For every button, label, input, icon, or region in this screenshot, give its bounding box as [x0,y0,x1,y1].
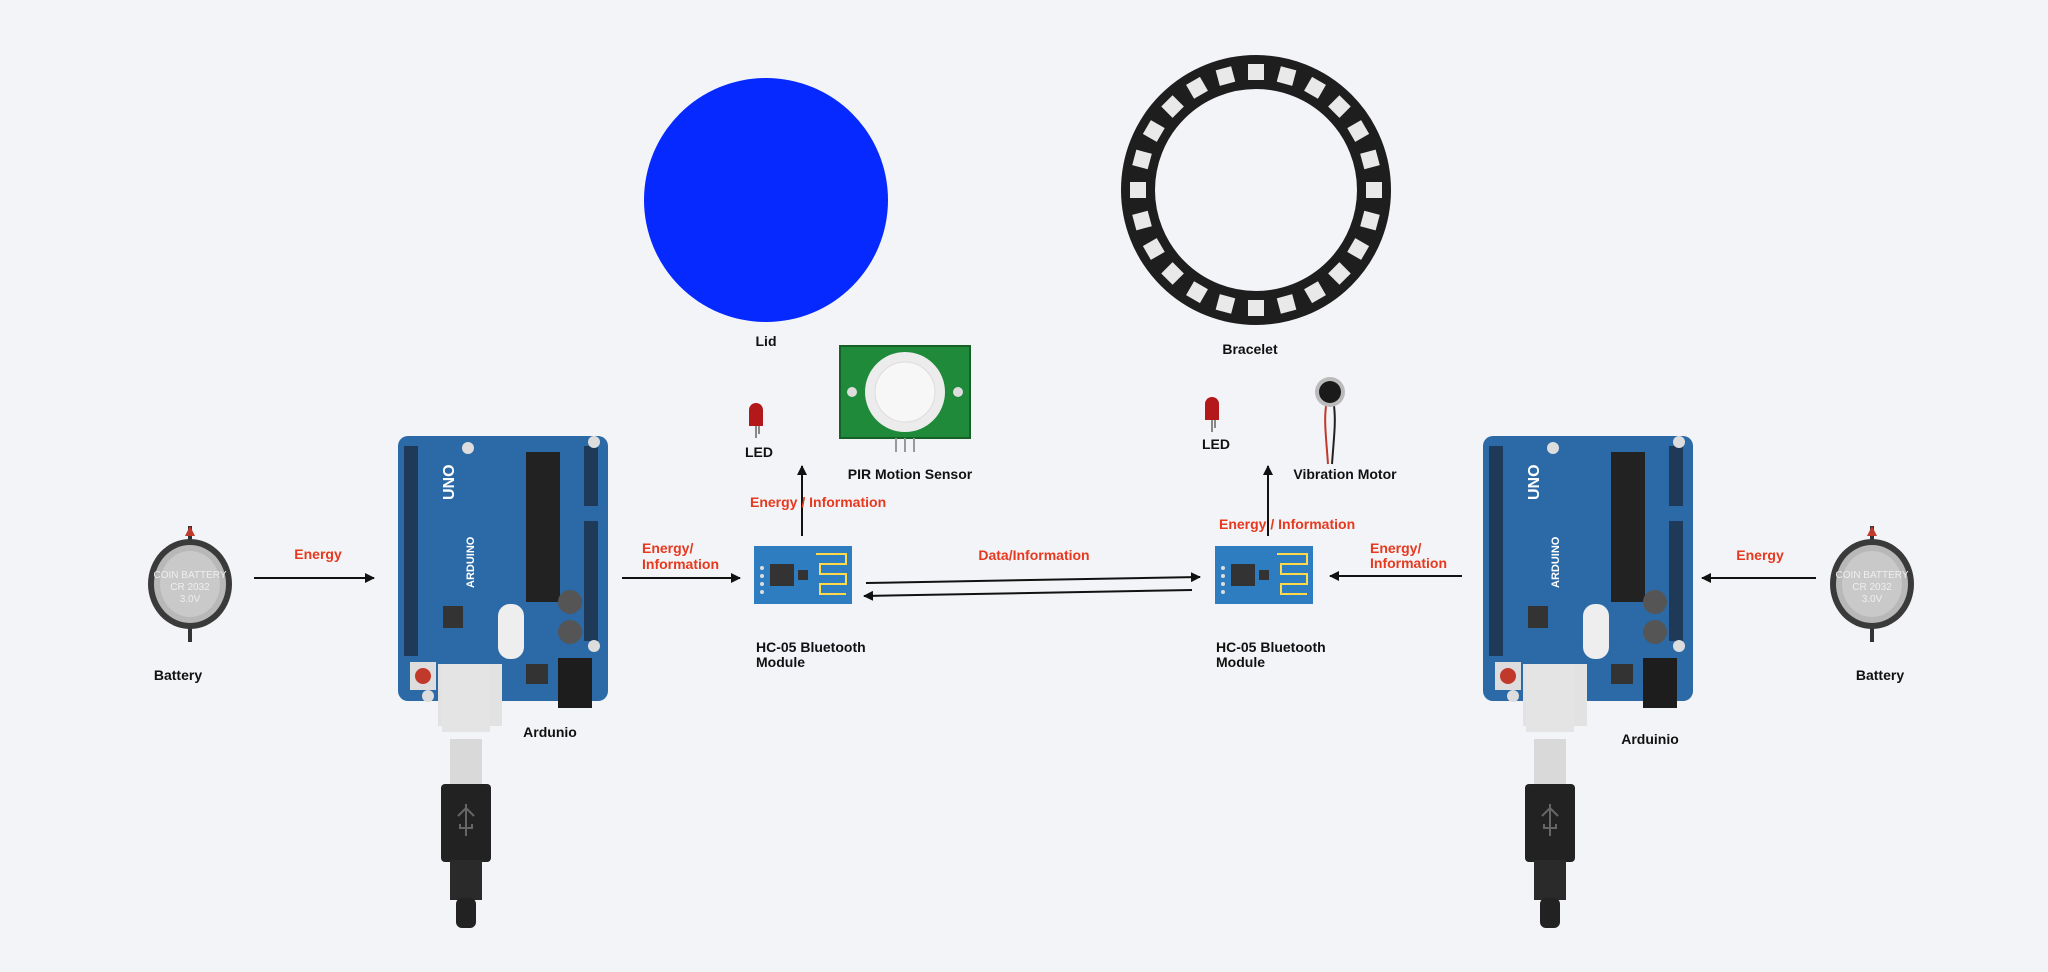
ring-pixel [1161,95,1184,118]
battery-text-line: 3.0V [1862,594,1883,605]
neopixel-ring-icon [1121,55,1391,325]
ring-pixel [1215,66,1236,86]
bt-left-label-line1: HC-05 Bluetooth [756,639,866,655]
ring-pixel [1130,182,1146,198]
ring-pixel [1186,281,1208,304]
arrow-bt-right-to-left [863,589,1193,601]
led-icon [1205,397,1219,432]
coin-battery-icon: COIN BATTERY CR 2032 3.0V [148,526,232,642]
arduino-uno-icon: UNO ARDUINO [398,436,608,726]
ring-pixel [1360,210,1380,231]
flow-energy-info-up-left: Energy / Information [750,494,886,510]
ring-pixel [1347,238,1370,260]
battery-right-label: Battery [1856,667,1904,683]
ring-pixel [1304,76,1326,99]
flow-energy-info-right-1: Energy/ [1370,540,1421,556]
usb-cable-icon [440,663,492,929]
battery-left-label: Battery [154,667,202,683]
ring-pixel [1276,66,1297,86]
ring-pixel [1248,64,1264,80]
bt-right-label-line1: HC-05 Bluetooth [1216,639,1326,655]
arduino-left-label: Ardunio [523,724,577,740]
battery-text-line: 3.0V [180,594,201,605]
arduino-uno-icon: UNO ARDUINO [1483,436,1693,726]
pir-label: PIR Motion Sensor [848,466,973,482]
ring-pixel [1347,120,1370,142]
ring-pixel [1366,182,1382,198]
coin-battery-icon: COIN BATTERY CR 2032 3.0V [1830,526,1914,642]
bracelet-label: Bracelet [1222,341,1278,357]
ring-pixel [1142,238,1165,260]
ring-pixel [1161,262,1184,285]
flow-energy-right: Energy [1736,547,1784,563]
ring-pixel [1248,300,1264,316]
arduino-right-label: Arduinio [1621,731,1679,747]
vibration-motor-icon [1315,377,1345,465]
bluetooth-module-icon [753,545,853,605]
battery-text-line: CR 2032 [170,582,210,593]
ring-pixel [1328,262,1351,285]
brand-text: ARDUINO [1550,536,1562,588]
arrow-bt-left-to-right [865,572,1201,584]
ring-pixel [1360,149,1380,170]
ring-pixel [1215,294,1236,314]
lid-label: Lid [756,333,777,349]
ring-pixel [1304,281,1326,304]
usb-cable-icon [1524,663,1576,929]
brand-text: ARDUINO [465,536,477,588]
ring-pixel [1132,210,1152,231]
battery-text-line: CR 2032 [1852,582,1892,593]
bt-right-label-line2: Module [1216,654,1265,670]
vibration-label: Vibration Motor [1293,466,1397,482]
ring-pixel [1186,76,1208,99]
uno-text: UNO [441,464,458,500]
flow-energy-info-up-right: Energy / Information [1219,516,1355,532]
flow-energy-info-left-1: Energy/ [642,540,693,556]
flow-data-information: Data/Information [978,547,1089,563]
led-icon [749,403,763,438]
uno-text: UNO [1526,464,1543,500]
flow-energy-info-left-2: Information [642,556,719,572]
ring-pixel [1328,95,1351,118]
flow-energy-info-right-2: Information [1370,555,1447,571]
led-left-label: LED [745,444,773,460]
bt-left-label-line2: Module [756,654,805,670]
pir-sensor-icon [839,345,971,452]
battery-text-line: COIN BATTERY [154,570,227,581]
ring-pixel [1276,294,1297,314]
led-right-label: LED [1202,436,1230,452]
ring-pixel [1142,120,1165,142]
battery-text-line: COIN BATTERY [1836,570,1909,581]
bluetooth-module-icon [1214,545,1314,605]
flow-energy-left: Energy [294,546,342,562]
ring-pixel [1132,149,1152,170]
lid-shape [644,78,888,322]
